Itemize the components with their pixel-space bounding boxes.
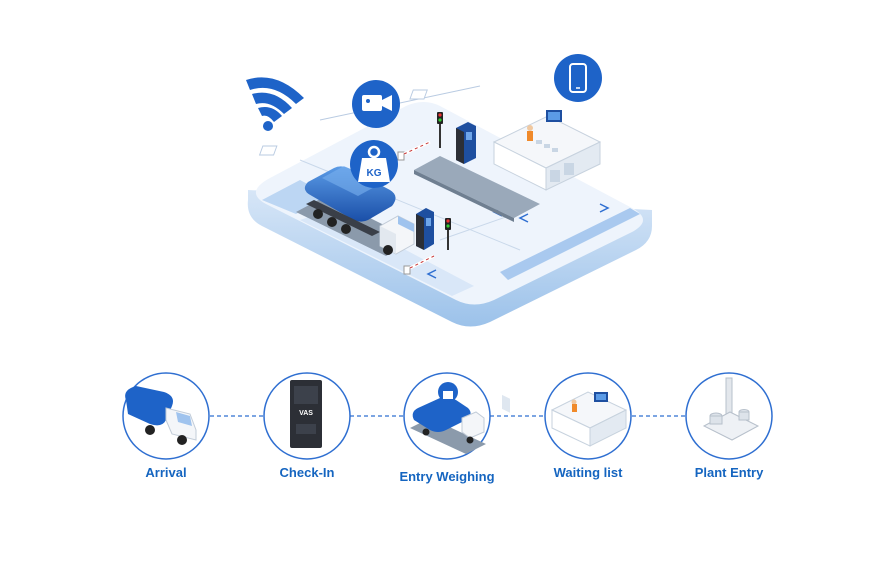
weighbridge-plate <box>414 156 540 222</box>
tanker-truck <box>296 166 415 256</box>
waiting-building <box>492 110 602 413</box>
traffic-light-bottom <box>445 218 451 250</box>
traffic-light-top <box>437 112 443 148</box>
step-arrival <box>122 372 210 460</box>
kiosk-icon: VAS <box>290 380 322 448</box>
plant-icon <box>702 377 760 441</box>
barrier-top <box>397 140 431 161</box>
step-entry-weighing <box>403 372 491 460</box>
step-plant-entry <box>685 372 773 460</box>
kiosk-top <box>456 122 476 164</box>
truck-icon <box>125 386 197 445</box>
kiosk-bottom <box>416 208 434 250</box>
smartphone-icon <box>554 54 602 102</box>
step-label-entry-weighing: Entry Weighing <box>399 469 495 484</box>
scale-weight-label: KG <box>367 168 382 179</box>
barrier-bottom <box>403 254 435 275</box>
waiting-room-icon <box>550 391 628 447</box>
step-label-arrival: Arrival <box>145 465 187 480</box>
step-label-waiting-list: Waiting list <box>553 465 623 480</box>
step-label-plant-entry: Plant Entry <box>694 465 764 480</box>
step-check-in: VAS <box>263 372 351 460</box>
camera-icon <box>352 80 400 128</box>
weighbridge-icon <box>410 382 486 454</box>
kiosk-brand-label: VAS <box>299 410 313 417</box>
wifi-icon <box>246 77 304 131</box>
step-label-check-in: Check-In <box>279 465 335 480</box>
scale-weight-icon: KG <box>350 140 398 188</box>
step-waiting-list <box>544 372 632 460</box>
